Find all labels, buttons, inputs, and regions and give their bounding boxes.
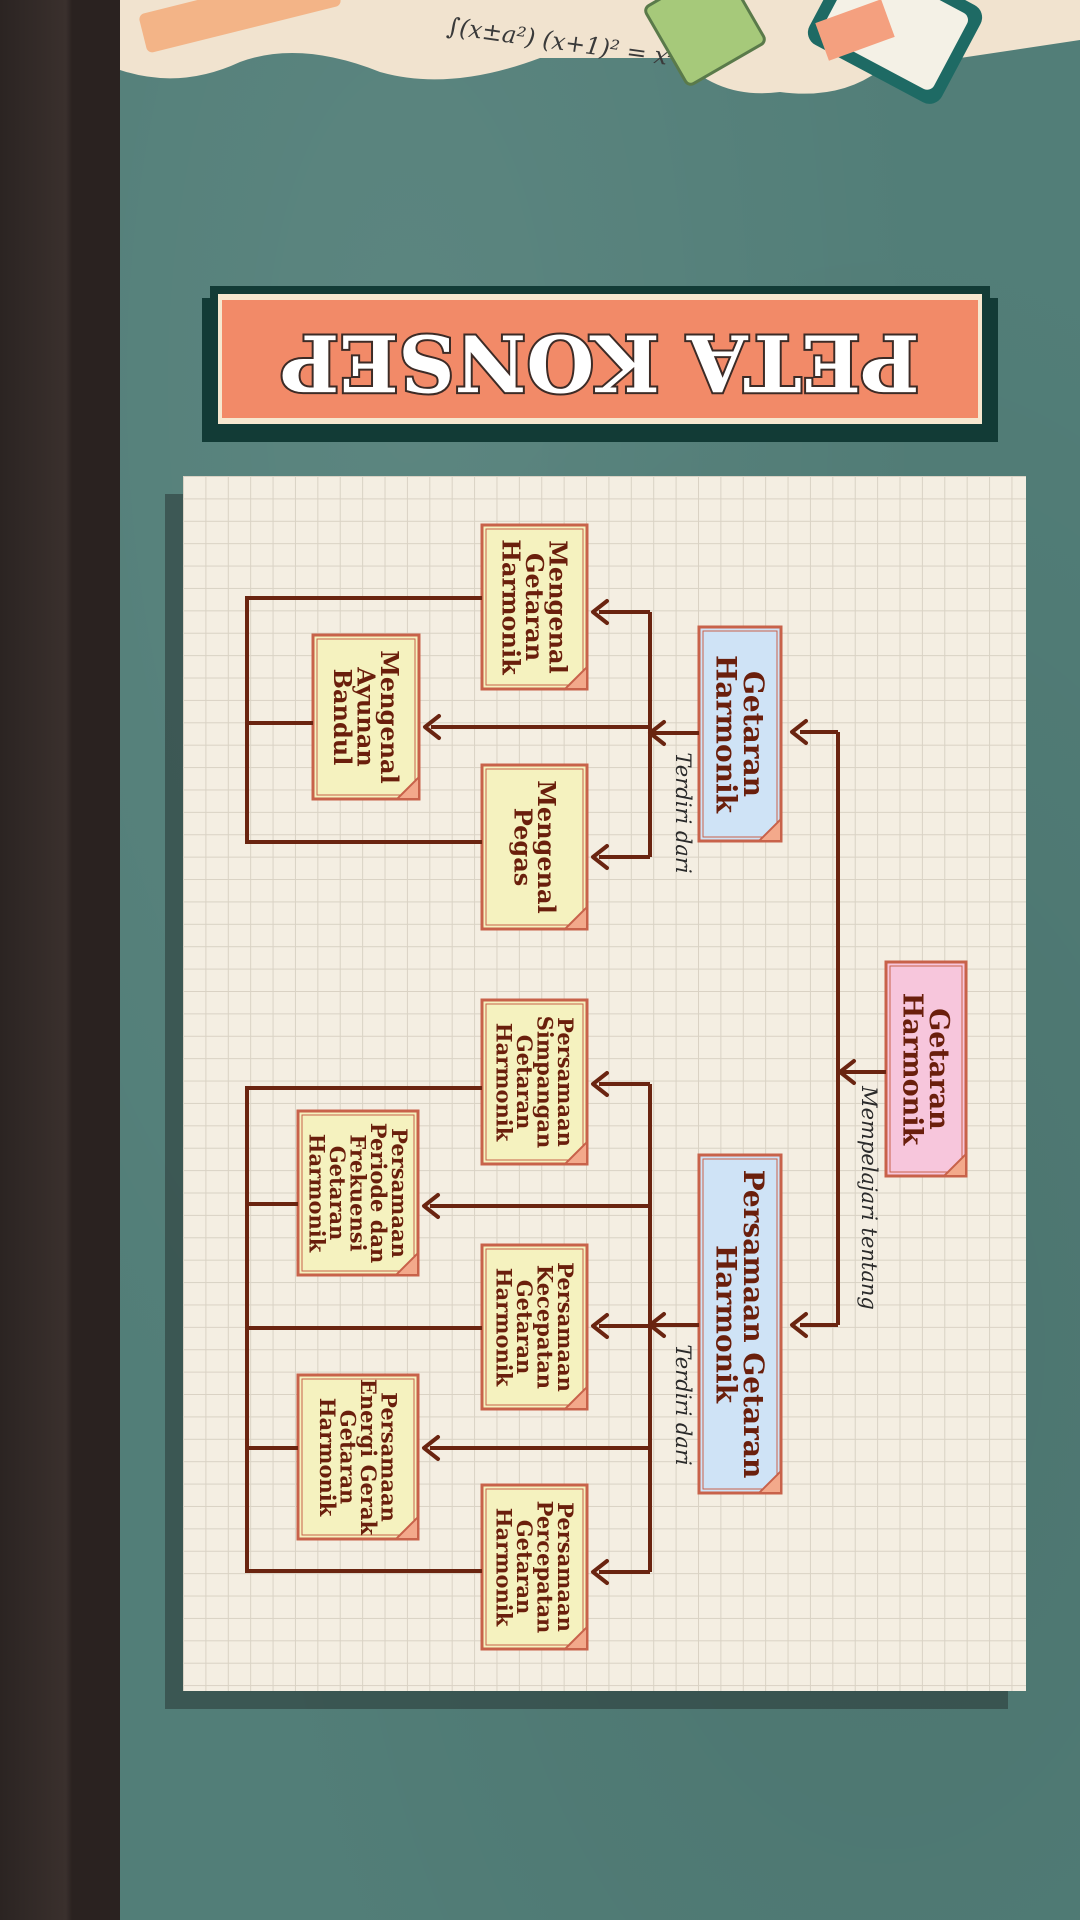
branch-2-child-1-arrowhead: [591, 1559, 609, 1585]
branch-2-child-1-box: [480, 1483, 589, 1651]
branch-1-child-1: MengenalPegas: [480, 763, 589, 931]
branch-1-child-1-label: MengenalPegas: [508, 780, 561, 913]
branch-1-node-corner-fold: [756, 816, 782, 842]
eraser-shape: [644, 0, 766, 86]
branch-2-node-label: Persamaan GetaranHarmonik: [709, 1170, 769, 1479]
branch-2-child-3-label: PersamaanKecepatanGetaranHarmonik: [491, 1262, 578, 1392]
branch-2-child-4: PersamaanPeriode danFrekuensiGetaranHarm…: [296, 1109, 420, 1277]
branch-2-child-2: PersamaanEnergi GerakGetaranHarmonik: [296, 1373, 420, 1541]
root-node-label: GetaranHarmonik: [896, 993, 953, 1147]
branch-2-child-2-arrowhead: [422, 1435, 440, 1461]
branch-1-node-label: GetaranHarmonik: [709, 655, 769, 814]
branch-2-node-inner-border: [702, 1158, 778, 1490]
phone-screen: [822, 0, 968, 90]
root-node-box: [884, 960, 968, 1178]
branch-2-child-5-box: [480, 998, 589, 1166]
root-node: GetaranHarmonik: [884, 960, 968, 1178]
branch-1-child-3-label: MengenalGetaranHarmonik: [497, 539, 573, 676]
branch-2-child-2-inner-border: [301, 1378, 415, 1536]
branch-2-child-4-label: PersamaanPeriode danFrekuensiGetaranHarm…: [304, 1123, 411, 1264]
branch-2-child-4-corner-fold: [393, 1250, 419, 1276]
branch-1-child-2: MengenalAyunanBandul: [311, 633, 421, 801]
branch-2-child-1-corner-fold: [562, 1624, 588, 1650]
branch-2-child-4-inner-border: [301, 1114, 415, 1272]
branch-1-child-2-label: MengenalAyunanBandul: [328, 650, 404, 783]
branch-1-child-3-inner-border: [485, 528, 584, 686]
stationery-doodle: ∫(x±a²) (x+1)² = x²+: [120, 0, 1080, 104]
branch-1-child-1-arrowhead: [591, 844, 609, 870]
relation-root-label: Mempelajari tentang: [857, 1085, 881, 1310]
branch-2-child-5-label: PersamaanSimpanganGetaranHarmonik: [491, 1016, 578, 1148]
branch-2-child-1-label: PersamaanPercepatanGetaranHarmonik: [491, 1501, 578, 1634]
branch-1-child-2-box: [311, 633, 421, 801]
branch-2-child-5-arrowhead: [591, 1071, 609, 1097]
branch-2-child-3: PersamaanKecepatanGetaranHarmonik: [480, 1243, 589, 1411]
branch-1-child-3: MengenalGetaranHarmonik: [480, 523, 589, 691]
branch-1-child-2-corner-fold: [394, 774, 420, 800]
root-node-inner-border: [889, 965, 963, 1173]
relation-branch-2-label: Terdiri dari: [671, 1344, 695, 1465]
sticky-note-shape: [815, 0, 895, 61]
branch-1-node-box: [697, 625, 783, 843]
title-banner: PETA KONSEP: [202, 286, 998, 442]
root-node-corner-fold: [941, 1151, 967, 1177]
branch-1-child-1-inner-border: [485, 768, 584, 926]
branch-2-child-5-inner-border: [485, 1003, 584, 1161]
branch-2-child-5: PersamaanSimpanganGetaranHarmonik: [480, 998, 589, 1166]
page-title: PETA KONSEP: [281, 317, 920, 408]
branch-1-arrowhead: [790, 719, 808, 745]
branch-2-child-2-box: [296, 1373, 420, 1541]
branch-2-child-3-arrowhead: [591, 1313, 609, 1339]
branch-2-child-2-corner-fold: [393, 1514, 419, 1540]
branch-2-child-2-label: PersamaanEnergi GerakGetaranHarmonik: [315, 1379, 402, 1536]
branch-1-node: GetaranHarmonik: [697, 625, 783, 843]
branch-2-child-1-inner-border: [485, 1488, 584, 1646]
branch-2-child-4-arrowhead: [422, 1193, 440, 1219]
branch-1-node-inner-border: [702, 630, 778, 838]
relation-branch-1-label: Terdiri dari: [671, 752, 695, 873]
branch-1-child-2-arrowhead: [423, 714, 441, 740]
branch-2-arrowhead: [790, 1312, 808, 1338]
branch-2-node: Persamaan GetaranHarmonik: [697, 1153, 783, 1495]
branch-1-child-1-corner-fold: [562, 904, 588, 930]
root-junction-arrowhead: [838, 1059, 856, 1085]
board-frame: [0, 0, 120, 1920]
branch-1-child-3-arrowhead: [591, 599, 609, 625]
branch-2-node-corner-fold: [756, 1468, 782, 1494]
branch-2-child-3-corner-fold: [562, 1384, 588, 1410]
branch-2-child-1: PersamaanPercepatanGetaranHarmonik: [480, 1483, 589, 1651]
branch-2-child-5-corner-fold: [562, 1139, 588, 1165]
branch-1-child-1-box: [480, 763, 589, 931]
branch-1-child-2-inner-border: [316, 638, 416, 796]
ruler-shape: [139, 0, 341, 53]
branch-1-child-3-box: [480, 523, 589, 691]
branch-1-bracket-line: [245, 596, 482, 844]
branch-2-child-4-box: [296, 1109, 420, 1277]
branch-2-child-3-inner-border: [485, 1248, 584, 1406]
title-banner-fill: [222, 300, 978, 418]
branch-1-child-3-corner-fold: [562, 664, 588, 690]
